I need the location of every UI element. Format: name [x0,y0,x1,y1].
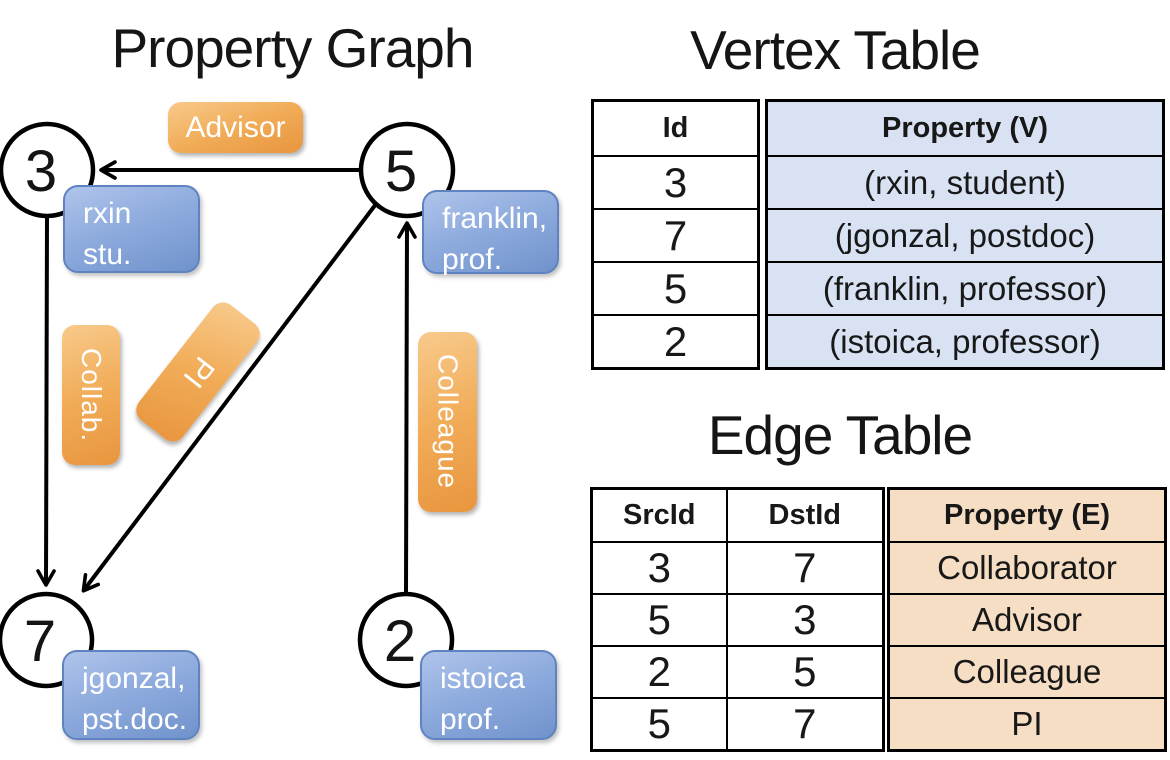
edge-line-colleague-2-to-5 [397,221,417,593]
edge-property-cell: Collaborator [887,541,1167,595]
node-box-rxin: rxin stu. [63,185,200,273]
vertex-id-cell: 7 [591,208,760,263]
edge-src-header: SrcId [590,487,728,543]
vertex-id-cell: 3 [591,155,760,210]
vertex-id-cell: 5 [591,261,760,316]
edge-label-advisor: Advisor [168,102,303,153]
edge-src-cell: 5 [590,593,728,647]
node-box-franklin-line1: franklin, [442,202,548,235]
vertex-id-header: Id [591,99,760,157]
node-box-istoica: istoica prof. [420,650,557,740]
node-box-istoica-line2: prof. [440,703,501,736]
edge-property-cell: Advisor [887,593,1167,647]
edge-property-table: Property (E) Collaborator Advisor Collea… [887,487,1167,752]
vertex-property-cell: (franklin, professor) [765,261,1165,316]
node-box-istoica-line1: istoica [440,662,526,695]
edge-label-pi-text: PI [176,350,221,395]
node-box-jgonzal-line1: jgonzal, [82,662,186,695]
vertex-property-table: Property (V) (rxin, student) (jgonzal, p… [765,99,1165,370]
vertex-id-table: Id 3 7 5 2 [591,99,760,370]
node-box-rxin-line2: stu. [83,238,132,271]
vertex-id-label-3: 3 [25,139,57,204]
node-box-jgonzal-line2: pst.doc. [82,703,188,736]
node-box-jgonzal: jgonzal, pst.doc. [62,650,200,740]
edge-dst-cell: 3 [725,593,885,647]
vertex-id-label-7: 7 [24,609,56,674]
edge-label-advisor-text: Advisor [185,110,286,144]
edge-dst-cell: 5 [725,645,885,699]
edge-line-pi-5-to-7 [81,202,378,593]
node-box-rxin-line1: rxin [83,197,132,230]
edge-src-cell: 5 [590,697,728,752]
edge-property-cell: PI [887,697,1167,752]
edge-dst-cell: 7 [725,697,885,752]
edge-src-cell: 3 [590,541,728,595]
property-graph-title: Property Graph [111,17,474,79]
vertex-id-label-2: 2 [384,609,416,674]
edge-src-cell: 2 [590,645,728,699]
graph-canvas: 3 5 7 2 [0,121,456,689]
edge-table-title: Edge Table [707,404,973,466]
vertex-id-label-5: 5 [385,139,417,204]
vertex-property-header: Property (V) [765,99,1165,157]
vertex-property-cell: (rxin, student) [765,155,1165,210]
edge-srcdst-table: SrcId DstId 3 7 5 3 2 5 5 7 [590,487,885,752]
node-box-franklin: franklin, prof. [422,190,559,276]
edge-label-collab-text: Collab. [76,347,107,443]
vertex-property-cell: (istoica, professor) [765,314,1165,370]
edge-label-colleague: Colleague [418,332,477,512]
edge-dst-cell: 7 [725,541,885,595]
vertex-id-cell: 2 [591,314,760,370]
node-box-franklin-line2: prof. [442,243,503,276]
edge-property-header: Property (E) [887,487,1167,543]
edge-label-collab: Collab. [62,325,120,465]
vertex-property-cell: (jgonzal, postdoc) [765,208,1165,263]
vertex-table-title: Vertex Table [690,19,981,81]
edge-dst-header: DstId [725,487,885,543]
edge-line-collab-3-to-7 [36,215,56,587]
edge-property-cell: Colleague [887,645,1167,699]
edge-label-colleague-text: Colleague [432,354,464,490]
